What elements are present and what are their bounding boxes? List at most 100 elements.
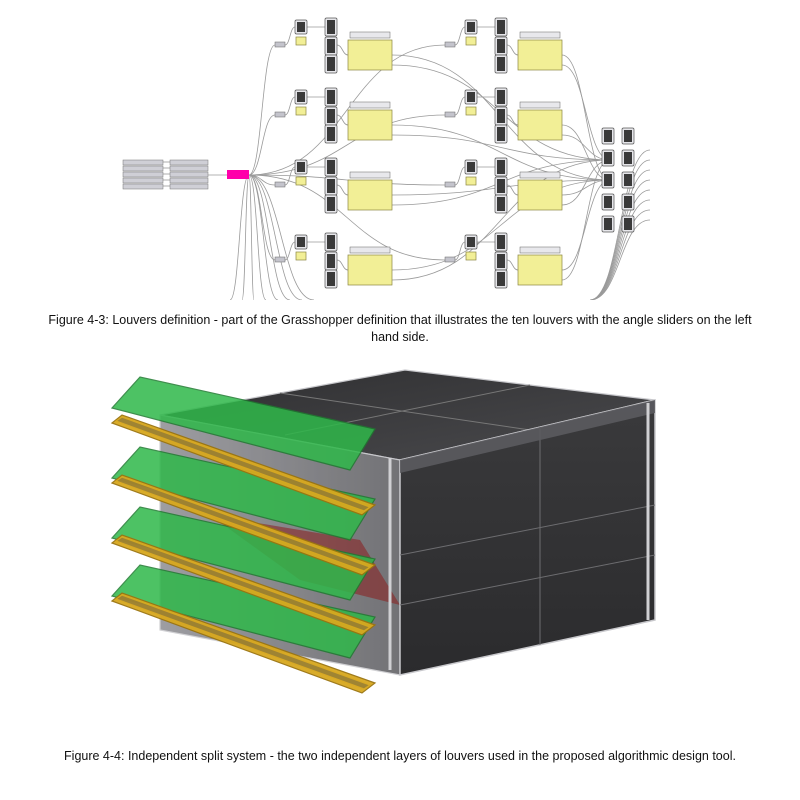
louvers-3d-figure (110, 369, 656, 694)
param-node-body (604, 130, 612, 142)
wire (561, 64, 611, 161)
param-node-body (497, 90, 505, 104)
input-row (169, 159, 209, 166)
number-input (444, 111, 456, 118)
param-node-body (297, 92, 305, 102)
panel-node (295, 36, 307, 46)
wire (589, 169, 651, 300)
param-node-body (327, 197, 335, 211)
param-node-body (604, 174, 612, 186)
wire (284, 26, 296, 46)
expression-node (349, 31, 391, 39)
param-node-body (327, 160, 335, 174)
panel-node (295, 251, 307, 261)
param-node-body (327, 127, 335, 141)
param-node-body (297, 162, 305, 172)
param-node-body (467, 162, 475, 172)
param-node-body (497, 197, 505, 211)
wire (248, 174, 303, 300)
yellow-louver-inner (114, 594, 372, 690)
wire (391, 179, 611, 271)
input-row (169, 165, 209, 172)
wire (589, 149, 651, 300)
wire (589, 219, 651, 300)
param-node-body (497, 179, 505, 193)
wires (162, 26, 651, 300)
param-node-body (497, 57, 505, 71)
wire (248, 114, 276, 176)
param-node-body (327, 272, 335, 286)
wire (454, 26, 466, 46)
number-input (444, 41, 456, 48)
panel-node (465, 36, 477, 46)
wire (454, 166, 466, 186)
number-input (274, 41, 286, 48)
wire (248, 44, 446, 176)
panel-node (465, 106, 477, 116)
param-node-body (327, 39, 335, 53)
param-node-body (604, 218, 612, 230)
input-row (122, 171, 164, 178)
param-node-body (297, 237, 305, 247)
number-input (274, 111, 286, 118)
param-node-body (604, 152, 612, 164)
wire (391, 124, 611, 181)
wire (589, 199, 651, 300)
wire (336, 184, 349, 196)
wire (284, 96, 296, 116)
wire (506, 114, 519, 126)
expression-node (519, 171, 561, 179)
wire (248, 174, 279, 300)
green-louver (110, 506, 376, 601)
panel-node (347, 109, 393, 141)
wire (248, 114, 446, 176)
wire (506, 44, 519, 56)
panel-node (295, 106, 307, 116)
green-louver (110, 564, 376, 659)
wire (391, 159, 611, 281)
figure-4-3-caption: Figure 4-3: Louvers definition - part of… (48, 313, 752, 344)
yellow-louver-inner (114, 476, 372, 572)
param-node-body (624, 218, 632, 230)
param-node-body (604, 196, 612, 208)
param-node-body (497, 20, 505, 34)
expression-node (519, 101, 561, 109)
wire (454, 241, 466, 261)
wire (248, 174, 315, 300)
input-row (169, 183, 209, 190)
param-node-body (497, 109, 505, 123)
param-node-body (497, 160, 505, 174)
panel-node (347, 254, 393, 286)
param-node-body (297, 22, 305, 32)
panel-node (347, 39, 393, 71)
expression-node (349, 246, 391, 254)
wire (589, 189, 651, 300)
wire (248, 174, 267, 300)
param-node-body (497, 127, 505, 141)
wire (241, 174, 250, 300)
param-node-body (327, 254, 335, 268)
param-node-body (624, 152, 632, 164)
yellow-louver-inner (114, 536, 372, 632)
number-input (444, 181, 456, 188)
wire (336, 44, 349, 56)
param-node-body (467, 237, 475, 247)
param-node-body (624, 196, 632, 208)
expression-node (519, 246, 561, 254)
param-node-body (624, 130, 632, 142)
param-node-body (497, 254, 505, 268)
param-node-body (624, 174, 632, 186)
panel-node (517, 179, 563, 211)
param-node-body (327, 109, 335, 123)
wire (336, 259, 349, 271)
panel-node (465, 251, 477, 261)
param-node-body (497, 272, 505, 286)
wire (391, 134, 611, 161)
wire (248, 44, 276, 176)
expression-node (349, 101, 391, 109)
param-node-body (497, 39, 505, 53)
panel-node (347, 179, 393, 211)
angle-slider (227, 170, 249, 179)
wire (248, 174, 446, 186)
input-row (122, 159, 164, 166)
